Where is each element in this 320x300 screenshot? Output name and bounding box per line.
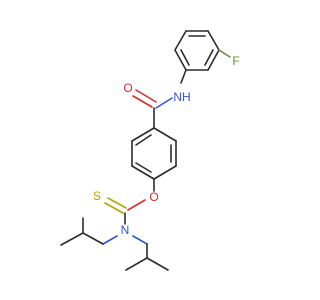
bond-carbonyl-double-a	[135, 89, 157, 103]
bond-o-thiocarbonyl	[127, 199, 146, 211]
bond-c-f	[218, 49, 231, 58]
bond	[135, 162, 152, 173]
bond	[174, 49, 187, 71]
carbonyl-oxygen-label: O	[123, 81, 132, 95]
bond	[153, 127, 177, 142]
bond	[82, 232, 104, 245]
fluorine-atom-label: F	[232, 54, 239, 68]
bond-c-s-double-b	[104, 202, 124, 214]
bond	[180, 49, 190, 66]
fluorophenyl-ring	[174, 30, 220, 71]
bond	[174, 30, 187, 51]
bond-carbonyl-double-b	[132, 95, 153, 108]
bond-ring-n	[180, 69, 187, 84]
bond	[207, 49, 220, 71]
bond-c-s-double-a	[107, 197, 127, 209]
bond	[135, 134, 152, 146]
bond-n-ch2-left	[102, 235, 118, 245]
bond	[131, 127, 155, 142]
amide-nh-label: NH	[173, 90, 190, 104]
bond-n-ch2-right	[132, 235, 148, 245]
bond	[146, 257, 169, 271]
amine-nitrogen-label: N	[121, 223, 130, 237]
bond	[131, 165, 155, 180]
thiocarbonyl-sulfur-label: S	[93, 189, 101, 203]
ester-oxygen-label: O	[149, 190, 158, 204]
bond	[125, 257, 148, 271]
bond-nh-carbonyl	[155, 97, 173, 109]
molecule-structure-diagram: F NH O O S N	[60, 30, 240, 271]
bond	[153, 165, 177, 180]
bond	[204, 49, 214, 66]
bond	[207, 30, 220, 51]
bond	[60, 232, 84, 246]
phenylene-ring	[131, 127, 177, 180]
